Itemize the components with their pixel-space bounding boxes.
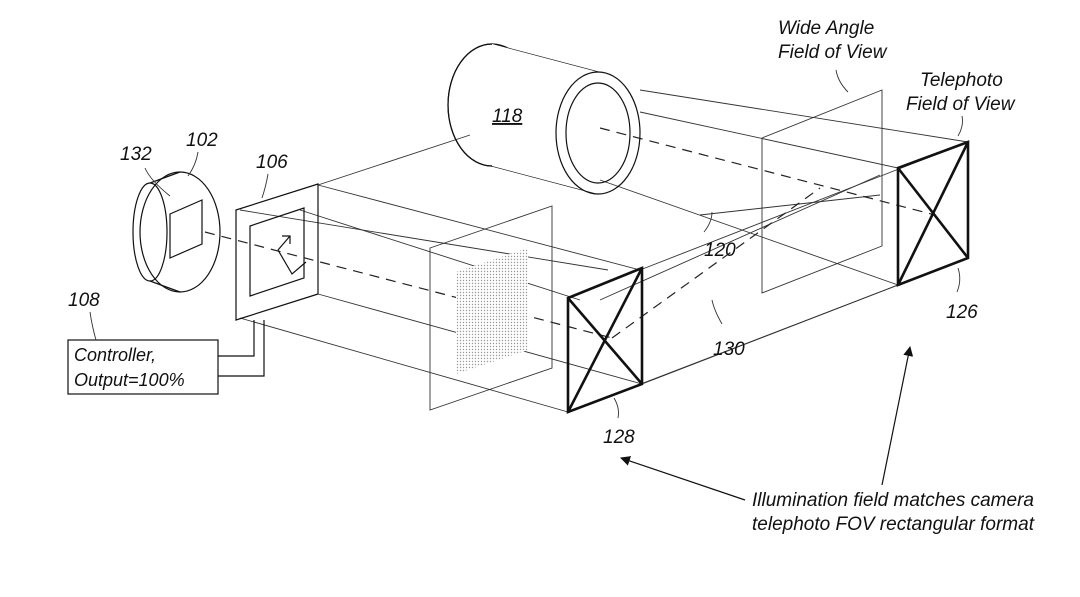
controller-line2: Output=100%	[74, 370, 185, 390]
emitter-aperture-132	[169, 199, 203, 259]
label-108: 108	[68, 290, 100, 311]
label-120: 120	[704, 240, 736, 261]
wide-angle-label-2: Field of View	[778, 42, 888, 63]
label-126: 126	[946, 302, 978, 323]
reference-labels: 132 102 106 108 118 120 130 126 128 Wide…	[68, 18, 1035, 535]
label-106: 106	[256, 152, 288, 173]
label-118: 118	[492, 106, 523, 127]
label-102: 102	[186, 130, 218, 151]
note-line2: telephoto FOV rectangular format	[752, 514, 1035, 535]
leader-lines	[89, 69, 963, 419]
light-emitter-102	[132, 171, 221, 293]
annotation-arrows	[620, 346, 914, 501]
controller-wires	[218, 320, 265, 377]
controller-line1: Controller,	[74, 345, 156, 365]
telephoto-label-2: Field of View	[906, 94, 1016, 115]
wide-angle-label-1: Wide Angle	[778, 18, 874, 39]
label-128: 128	[603, 427, 635, 448]
telephoto-fov-126	[896, 140, 970, 287]
camera-lens-118	[447, 43, 641, 195]
note-line1: Illumination field matches camera	[752, 490, 1034, 511]
projection-rays	[239, 89, 969, 413]
illumination-field-128	[566, 266, 644, 414]
illumination-near-plane	[429, 205, 553, 411]
optical-element-106	[235, 183, 319, 321]
label-132: 132	[120, 144, 152, 165]
telephoto-label-1: Telephoto	[920, 70, 1003, 91]
wide-angle-fov-plane	[761, 89, 883, 294]
label-130: 130	[713, 339, 745, 360]
optical-axes	[204, 127, 936, 339]
controller-108: Controller, Output=100%	[67, 339, 219, 395]
illumination-pattern	[456, 248, 528, 374]
